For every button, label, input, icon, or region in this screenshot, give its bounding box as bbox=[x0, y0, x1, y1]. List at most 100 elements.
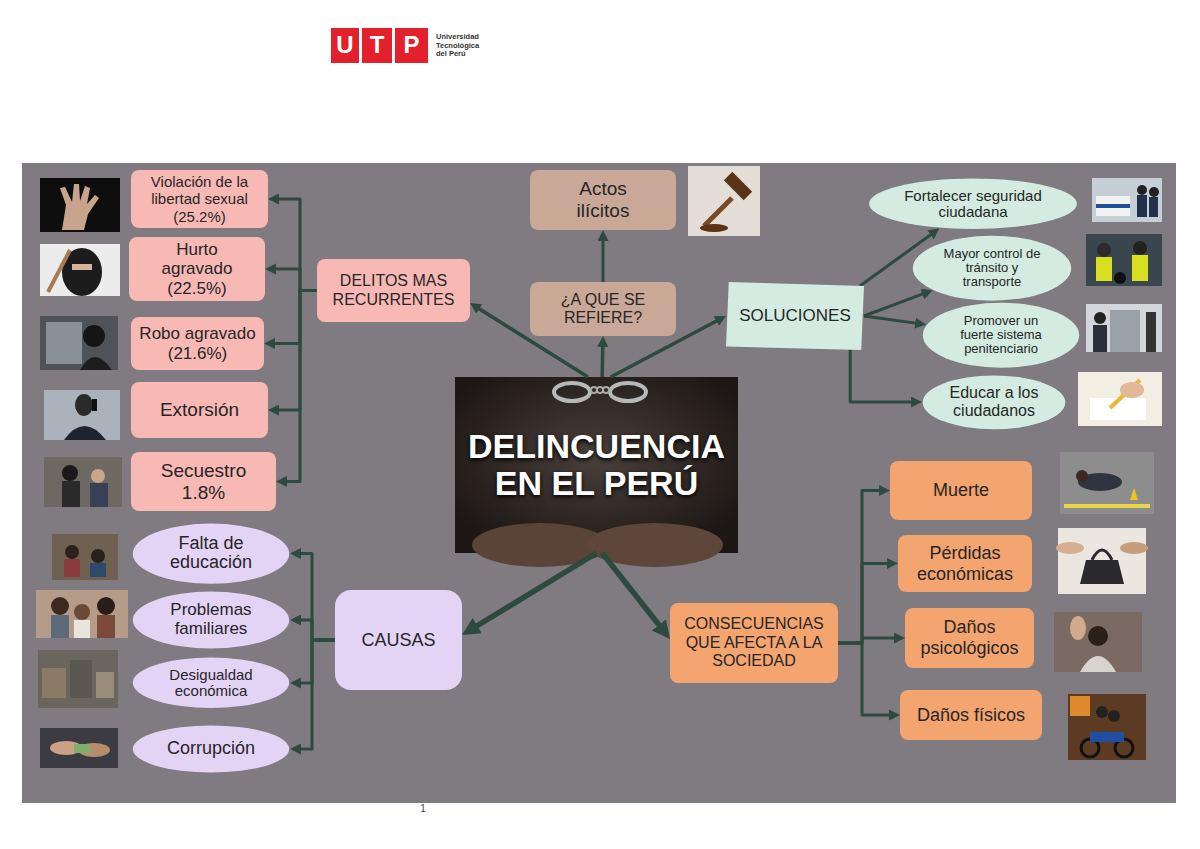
logo-blocks-part bbox=[331, 28, 359, 63]
node-text: Secuestro 1.8% bbox=[154, 460, 254, 504]
photo-transit-police-part bbox=[1114, 272, 1126, 284]
crime-box: Extorsión bbox=[131, 382, 268, 438]
photo-slum-part bbox=[42, 668, 66, 698]
photo-phone-extortion-part bbox=[44, 390, 120, 440]
arrow-connector bbox=[600, 343, 604, 377]
photo-prison bbox=[1086, 304, 1162, 352]
central-photo-part bbox=[554, 383, 590, 401]
photo-kidnapping-part bbox=[62, 465, 78, 481]
photo-distressed-woman-part bbox=[1070, 616, 1086, 640]
node-text: DELITOS MAS RECURRENTES bbox=[324, 272, 464, 309]
node-text: Robo agravado (21.6%) bbox=[135, 324, 260, 363]
photo-slum-part bbox=[96, 672, 114, 698]
solution-ellipse: Fortalecer seguridad ciudadana bbox=[868, 178, 1078, 230]
central-photo-part bbox=[603, 387, 609, 393]
photo-family-part bbox=[36, 590, 128, 638]
photo-transit-police bbox=[1086, 234, 1162, 286]
arrow-connector bbox=[838, 564, 891, 644]
photo-transit-police-part bbox=[1133, 241, 1147, 255]
label-text: 1 bbox=[420, 803, 426, 814]
arrow-connector bbox=[297, 620, 335, 640]
consequence-box: Pérdidas económicas bbox=[898, 535, 1032, 592]
photo-car-robbery-part bbox=[40, 316, 118, 370]
photo-crime-scene-part bbox=[1060, 452, 1154, 514]
node-text: Daños físicos bbox=[917, 705, 1025, 726]
central-photo bbox=[455, 377, 738, 567]
photo-transit-police-part bbox=[1096, 257, 1112, 281]
photo-police-part bbox=[1149, 197, 1158, 217]
central-photo-part bbox=[610, 383, 646, 401]
crime-box: Secuestro 1.8% bbox=[131, 452, 276, 511]
photo-bribe-part bbox=[74, 744, 90, 753]
node-text: CAUSAS bbox=[361, 630, 435, 651]
consequences-box: CONSECUENCIAS QUE AFECTA A LA SOCIEDAD bbox=[670, 603, 838, 683]
photo-phone-extortion-part bbox=[92, 399, 97, 411]
node-text: CONSECUENCIAS QUE AFECTA A LA SOCIEDAD bbox=[674, 615, 834, 670]
photo-children-part bbox=[91, 549, 105, 563]
photo-police-part bbox=[1137, 185, 1147, 195]
photo-children-part bbox=[65, 545, 79, 559]
consequence-box: Muerte bbox=[890, 461, 1032, 520]
ellipse-fill bbox=[133, 592, 289, 649]
crime-box: Violación de la libertad sexual (25.2%) bbox=[131, 170, 268, 228]
photo-police-part bbox=[1092, 178, 1162, 222]
node-text: DELINCUENCIA EN EL PERÚ bbox=[459, 428, 735, 503]
photo-family-part bbox=[74, 620, 90, 638]
label-text: T bbox=[370, 32, 385, 58]
photo-transit-police-part bbox=[1097, 243, 1111, 257]
photo-police bbox=[1092, 178, 1162, 222]
node-text: Falta de educación bbox=[161, 534, 261, 574]
question-box: ¿A QUE SE REFIERE? bbox=[530, 282, 676, 336]
photo-crime-scene-part bbox=[1130, 488, 1138, 500]
photo-car-robbery-part bbox=[80, 357, 112, 370]
photo-bag-snatch-part bbox=[1056, 542, 1084, 554]
cause-ellipse: Corrupción bbox=[132, 725, 290, 773]
photo-hand-part bbox=[60, 184, 99, 230]
logo-letter: U bbox=[331, 28, 359, 63]
photo-distressed-woman bbox=[1054, 612, 1142, 672]
ellipse-fill bbox=[923, 375, 1066, 429]
photo-hooded-thief-part bbox=[40, 244, 120, 296]
node-text: Extorsión bbox=[160, 399, 239, 421]
photo-motorcycle-part bbox=[1068, 694, 1146, 760]
node-text: Problemas familiares bbox=[161, 601, 261, 638]
photo-car-robbery-part bbox=[83, 325, 105, 347]
grey-panel bbox=[22, 163, 1176, 803]
photo-children-part bbox=[52, 534, 118, 580]
photo-prison-part bbox=[1093, 325, 1107, 352]
ellipse-fill bbox=[133, 658, 289, 708]
photo-prison-part bbox=[1146, 312, 1156, 352]
photo-children bbox=[52, 534, 118, 580]
photo-bribe bbox=[40, 728, 118, 768]
photo-family bbox=[36, 590, 128, 638]
photo-police-part bbox=[1137, 195, 1147, 217]
arrow-connector bbox=[297, 553, 335, 640]
photo-crime-scene-part bbox=[1064, 504, 1150, 508]
photo-kidnapping-part bbox=[90, 483, 108, 507]
arrow-connector bbox=[275, 199, 317, 291]
connectors bbox=[271, 199, 934, 749]
arrow-connector bbox=[838, 643, 893, 715]
logo-blocks-part bbox=[395, 28, 428, 63]
arrow-connector bbox=[283, 291, 317, 482]
solution-ellipse: Promover un fuerte sistema penitenciario bbox=[922, 302, 1080, 368]
photo-gavel-part bbox=[704, 198, 732, 226]
photo-motorcycle bbox=[1068, 694, 1146, 760]
node-text: Mayor control de tránsito y transporte bbox=[940, 247, 1044, 290]
photo-prison-part bbox=[1086, 304, 1162, 352]
photo-kidnapping-part bbox=[91, 469, 105, 483]
photo-slum bbox=[38, 650, 118, 708]
node-text: Hurto agravado (22.5%) bbox=[150, 240, 245, 299]
consequence-box: Daños físicos bbox=[900, 690, 1042, 740]
photo-car-robbery-part bbox=[46, 322, 82, 364]
crime-box: Robo agravado (21.6%) bbox=[131, 317, 264, 370]
photo-bag-snatch-part bbox=[1080, 560, 1124, 584]
node-text: Pérdidas económicas bbox=[904, 543, 1026, 584]
causes-box: CAUSAS bbox=[335, 590, 462, 690]
photo-bag-snatch-part bbox=[1092, 550, 1112, 560]
central-title-box: DELINCUENCIA EN EL PERÚ bbox=[455, 377, 738, 553]
photo-gavel-part bbox=[724, 172, 752, 200]
arrow-connector bbox=[864, 316, 919, 324]
photo-gavel-part bbox=[700, 224, 728, 232]
